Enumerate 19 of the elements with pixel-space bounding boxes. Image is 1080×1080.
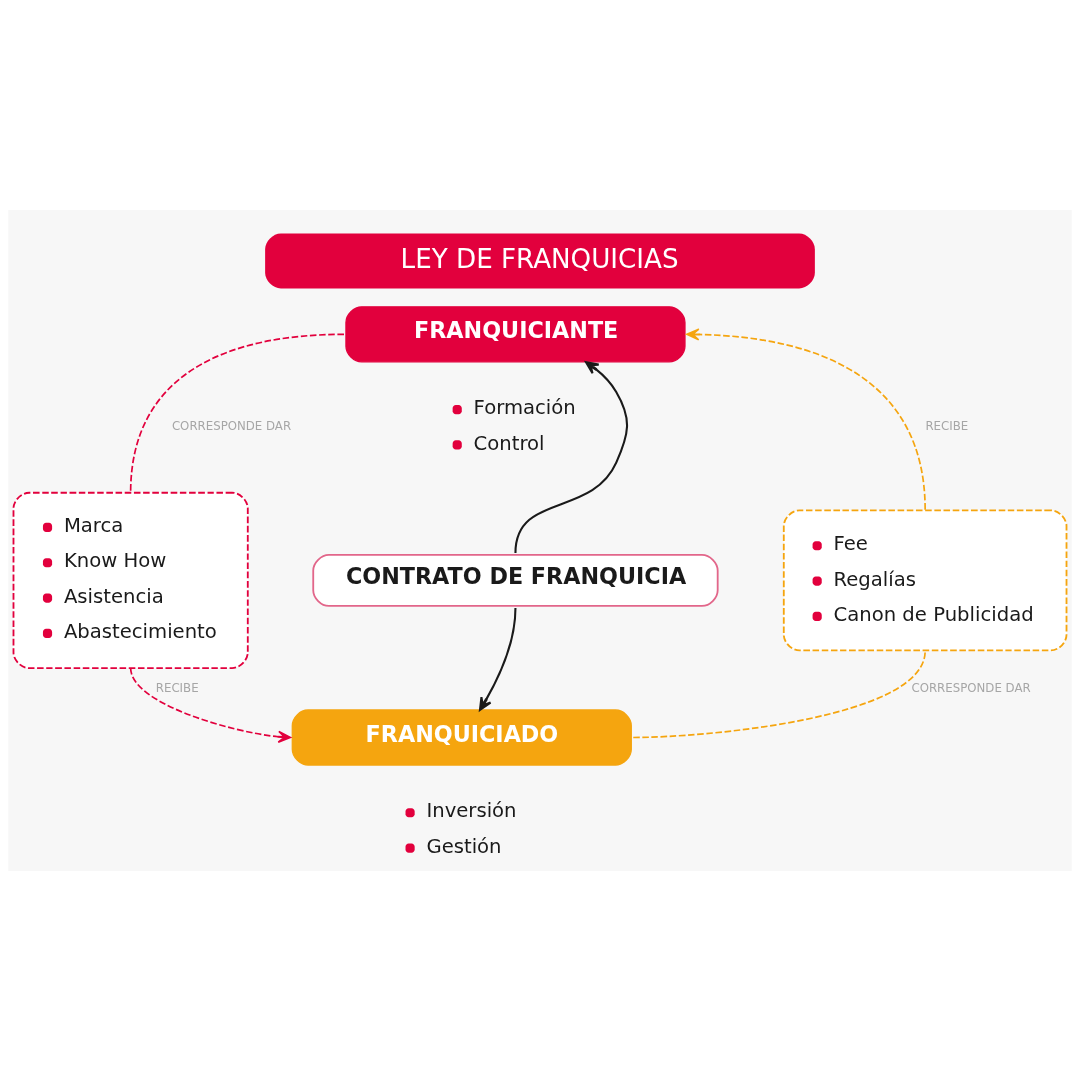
connector — [129, 333, 345, 494]
edge-label: CORRESPONDE DAR — [911, 680, 1031, 695]
arrow — [478, 607, 517, 711]
node-label: Gestión — [426, 834, 502, 858]
node-label: Control — [473, 431, 545, 455]
edge-label: RECIBE — [925, 418, 969, 433]
arrow — [686, 327, 926, 511]
edge-label: CORRESPONDE DAR — [171, 418, 292, 433]
arrow — [129, 666, 292, 743]
node-box: Marca Know How Asistencia Abastecimiento — [12, 491, 249, 669]
node-label: Formación — [473, 395, 576, 419]
arrow — [514, 360, 628, 553]
node-box: Fee Regalías Canon de Publicidad — [782, 509, 1068, 651]
node-box: FRANQUICIANTE — [345, 305, 686, 362]
node-box: FRANQUICIADO — [291, 708, 632, 766]
node-box: CONTRATO DE FRANQUICIA — [312, 553, 719, 607]
diagram-title: LEY DE FRANQUICIAS — [400, 243, 679, 274]
edge-label: RECIBE — [155, 680, 199, 695]
node-label: Inversión — [426, 798, 517, 822]
